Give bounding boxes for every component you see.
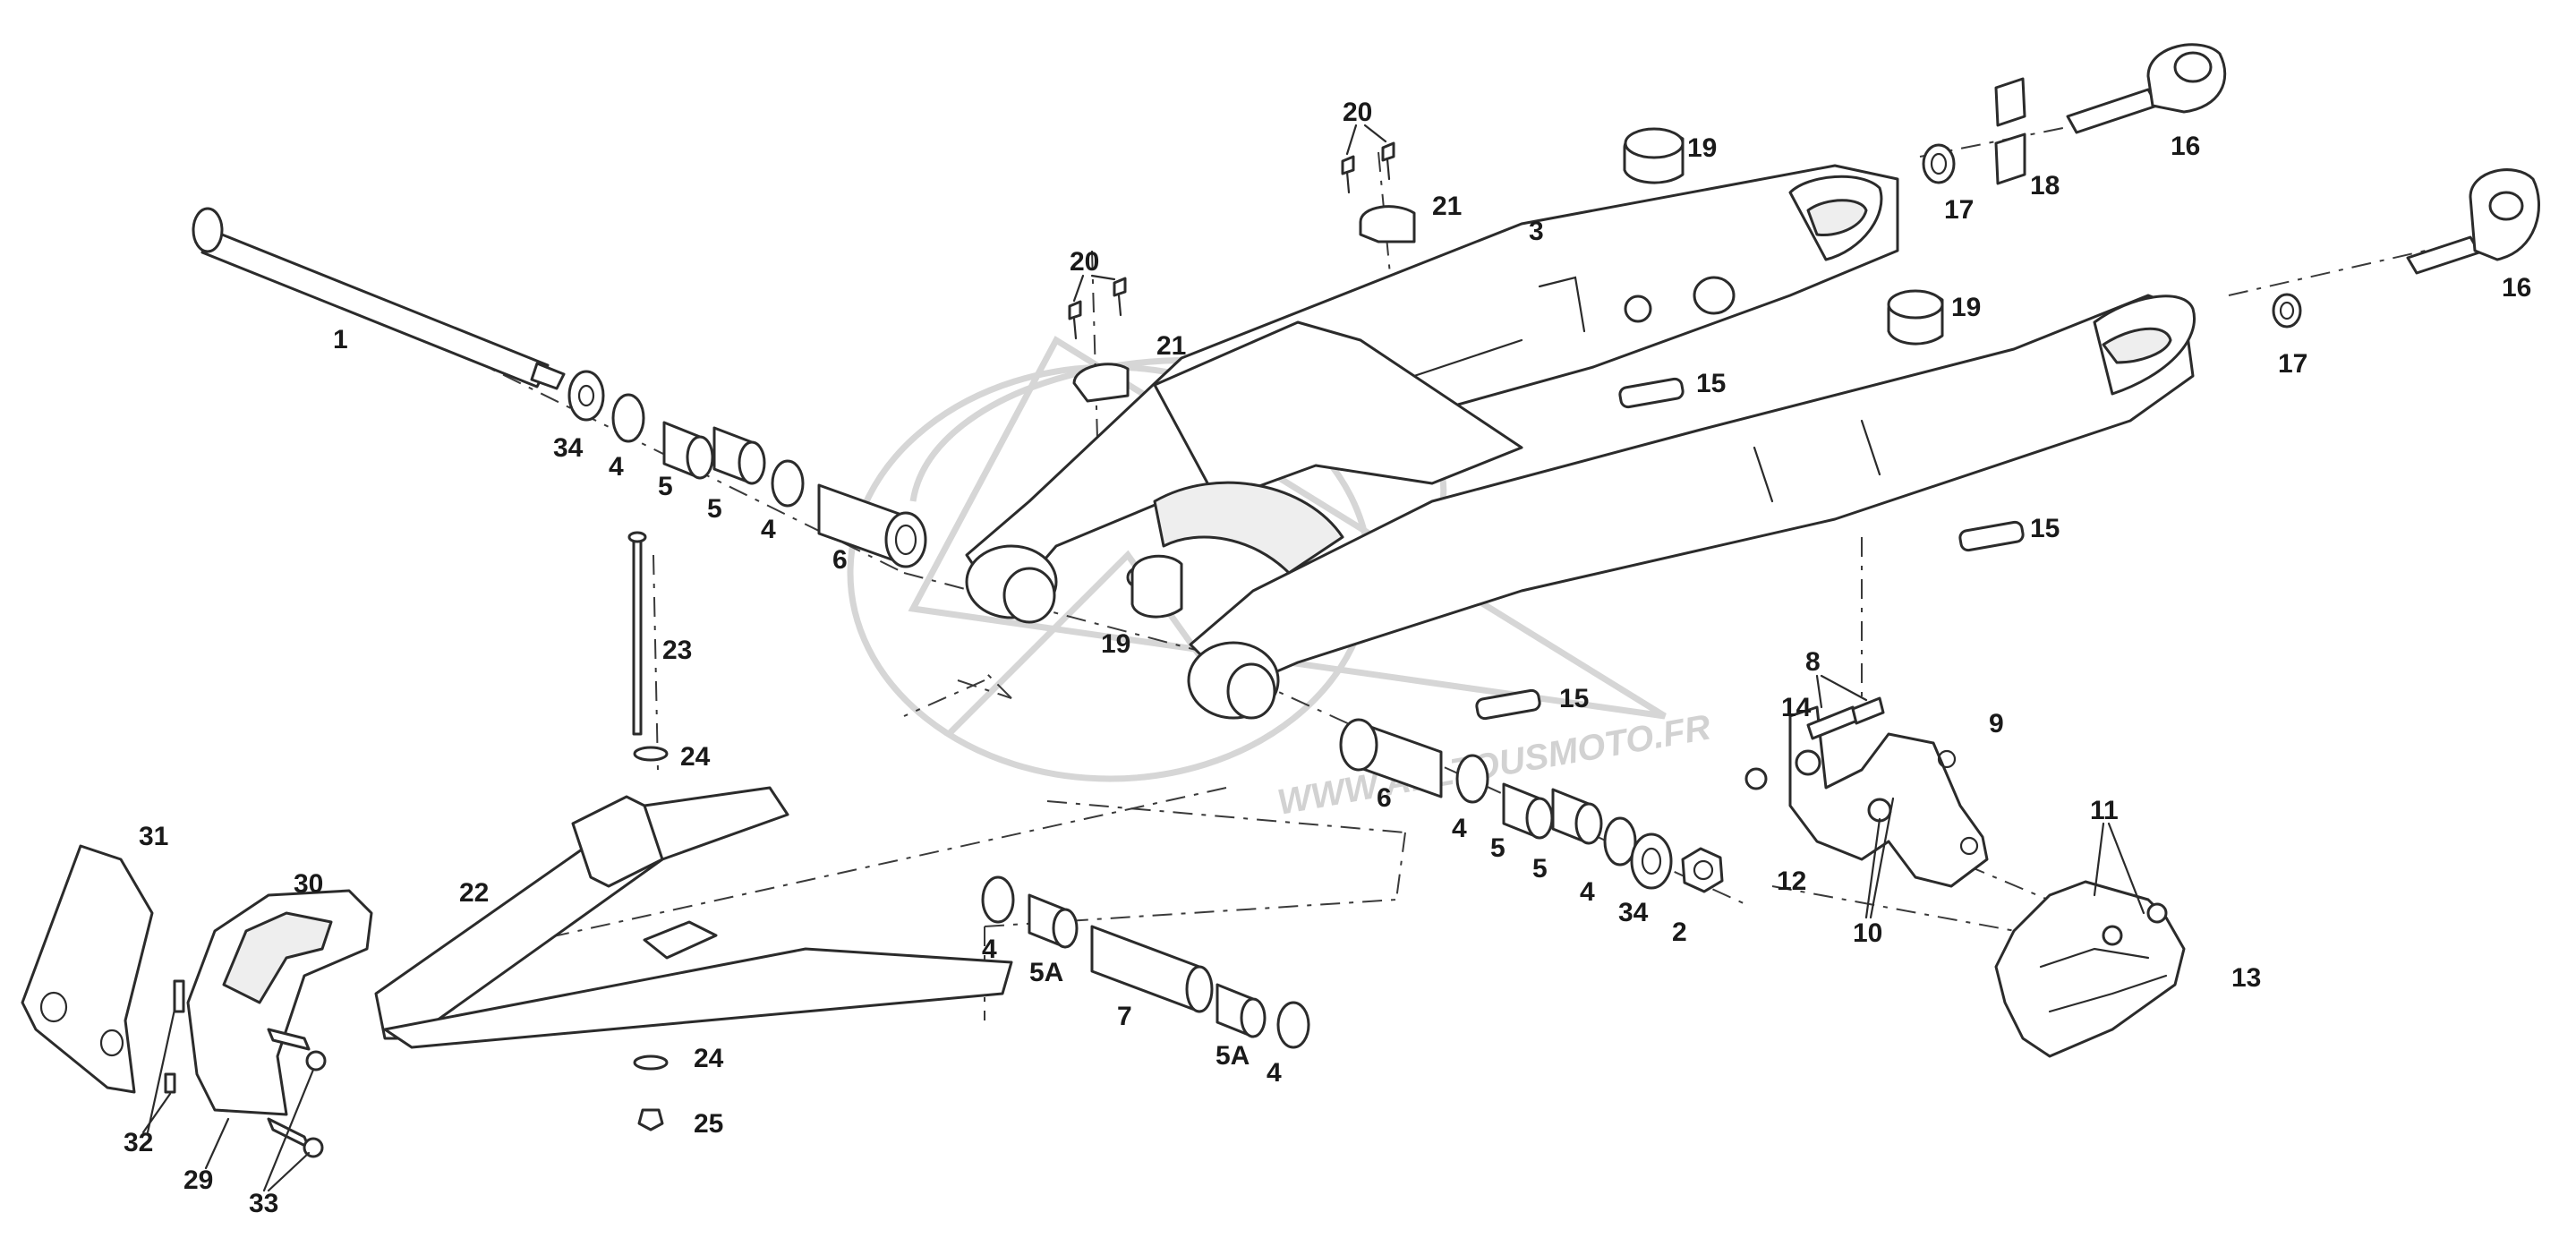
label-4-upper-left-b: 4	[761, 515, 776, 544]
label-19-center: 19	[1101, 629, 1130, 659]
label-30: 30	[294, 869, 323, 899]
label-15-top: 15	[1696, 369, 1726, 398]
label-5-right-a: 5	[1490, 833, 1506, 863]
label-24-bottom: 24	[694, 1044, 724, 1073]
label-21-right: 21	[1432, 192, 1462, 221]
label-16-top: 16	[2171, 132, 2200, 161]
label-15-center: 15	[1559, 684, 1589, 713]
label-21-left: 21	[1156, 331, 1186, 361]
label-6-right: 6	[1377, 783, 1392, 813]
label-11: 11	[2090, 796, 2119, 825]
label-34-left: 34	[553, 433, 584, 463]
cable-guides	[1068, 141, 1416, 403]
label-18: 18	[2030, 171, 2060, 201]
label-14: 14	[1781, 693, 1812, 722]
leader-lines	[141, 124, 2145, 1192]
label-20-left: 20	[1070, 247, 1099, 277]
label-23: 23	[662, 636, 692, 665]
label-10: 10	[1853, 918, 1882, 948]
right-bearing-stack	[1339, 718, 1724, 893]
label-3: 3	[1529, 217, 1544, 246]
label-19-top: 19	[1687, 133, 1717, 163]
label-4-upper-left: 4	[609, 452, 624, 482]
label-33: 33	[249, 1189, 278, 1218]
label-1: 1	[333, 325, 348, 354]
watermark-text: WWW.ALLTOUSMOTO.FR	[1275, 707, 1714, 822]
lower-bearing-stack	[981, 875, 1310, 1049]
label-32: 32	[124, 1128, 153, 1157]
label-15-right: 15	[2030, 514, 2060, 543]
chain-adjusters	[1922, 43, 2540, 329]
chain-slider	[374, 531, 1013, 1131]
label-22: 22	[459, 878, 489, 908]
part-labels: 1 34 4 5 5 4 6 19 20 21 20 21 3 19 17 18…	[124, 98, 2531, 1218]
label-12: 12	[1777, 867, 1806, 896]
label-5-right-b: 5	[1532, 854, 1548, 884]
label-20-right: 20	[1343, 98, 1372, 127]
label-5a-right: 5A	[1215, 1041, 1250, 1071]
label-8: 8	[1805, 647, 1821, 677]
label-5-upper-left-b: 5	[707, 494, 722, 524]
label-4-lower-left: 4	[982, 935, 997, 964]
label-25: 25	[694, 1109, 723, 1139]
label-2: 2	[1672, 918, 1687, 947]
pivot-axle	[192, 207, 566, 390]
label-4-right-a: 4	[1452, 814, 1467, 843]
brake-bracket	[1744, 696, 2186, 1058]
label-5-upper-left-a: 5	[658, 472, 673, 501]
label-13: 13	[2231, 963, 2261, 993]
plugs-and-grommets	[1130, 127, 2025, 721]
label-31: 31	[139, 822, 168, 851]
label-29: 29	[183, 1165, 213, 1195]
label-5a-left: 5A	[1029, 958, 1063, 987]
label-16-right: 16	[2502, 273, 2531, 303]
left-bearing-stack	[567, 370, 927, 568]
label-9: 9	[1989, 709, 2004, 739]
label-24-top: 24	[680, 742, 711, 772]
chain-guide	[21, 844, 373, 1158]
label-17-right: 17	[2278, 349, 2307, 379]
label-7: 7	[1117, 1002, 1132, 1031]
label-4-right-b: 4	[1580, 877, 1595, 907]
label-6-left: 6	[832, 545, 848, 575]
swingarm-body	[965, 164, 2196, 720]
label-19-right: 19	[1951, 293, 1981, 322]
label-4-lower-right: 4	[1267, 1058, 1282, 1088]
label-17-top: 17	[1944, 195, 1974, 225]
label-34-right: 34	[1618, 898, 1649, 927]
